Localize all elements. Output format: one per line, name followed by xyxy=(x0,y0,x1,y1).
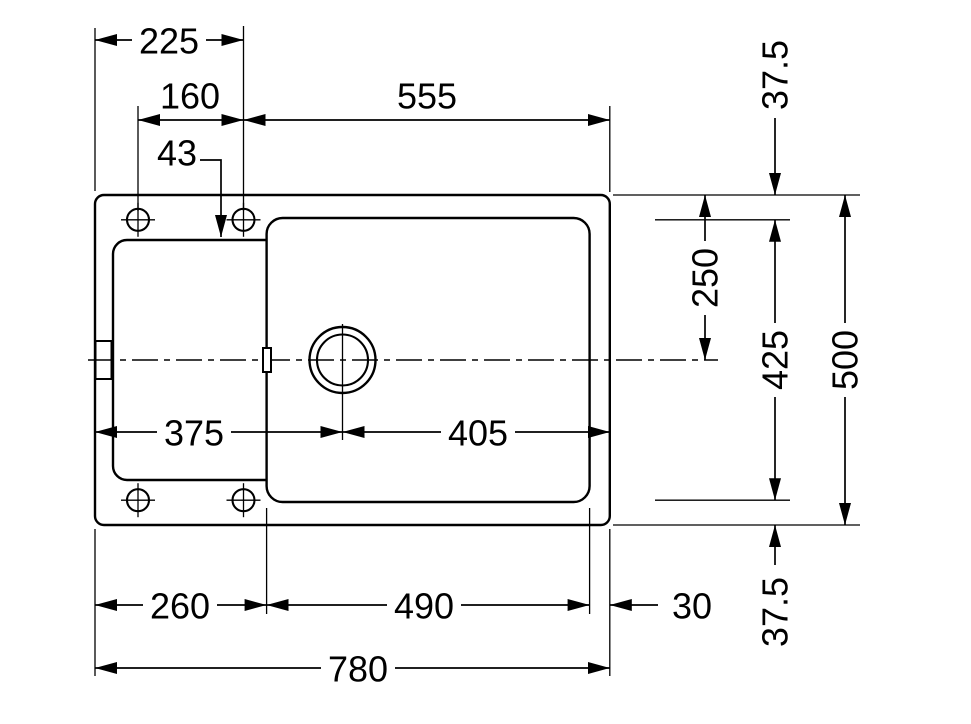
dimension-260: 260 xyxy=(95,586,267,627)
dimension-500: 500 xyxy=(825,195,866,525)
dim-label-37-5-bottom: 37.5 xyxy=(755,577,796,647)
dimension-43: 43 xyxy=(157,133,227,237)
dim-label-225: 225 xyxy=(139,21,199,62)
dim-label-260: 260 xyxy=(150,586,210,627)
dim-label-375: 375 xyxy=(164,413,224,454)
mounting-hole xyxy=(226,483,261,518)
label-backing xyxy=(132,22,206,58)
label-backing xyxy=(143,587,217,623)
dim-label-425: 425 xyxy=(755,330,796,390)
dimensions: 225 160 555 43 37.5 250 xyxy=(95,21,866,690)
dimension-225: 225 xyxy=(95,21,244,62)
dimension-405: 405 xyxy=(342,413,610,454)
dimension-37-5-bottom: 37.5 xyxy=(755,525,796,647)
dim-label-500: 500 xyxy=(825,330,866,390)
dimension-250: 250 xyxy=(685,195,726,360)
dim-label-30: 30 xyxy=(672,586,712,627)
dimension-37-5-top: 37.5 xyxy=(755,40,796,195)
dimension-30: 30 xyxy=(609,586,712,627)
label-backing xyxy=(321,650,395,686)
label-backing xyxy=(756,323,794,397)
dim-label-405: 405 xyxy=(448,413,508,454)
dim-label-250: 250 xyxy=(685,248,726,308)
bowl-edge-tick xyxy=(262,347,272,373)
dimension-375: 375 xyxy=(95,413,343,454)
label-backing xyxy=(157,414,231,450)
label-backing xyxy=(826,323,864,397)
dim-label-43: 43 xyxy=(157,133,197,174)
label-backing xyxy=(441,414,515,450)
dim-label-555: 555 xyxy=(397,76,457,117)
leader-line-43 xyxy=(200,159,227,237)
dimension-425: 425 xyxy=(755,219,796,501)
dim-label-490: 490 xyxy=(394,586,454,627)
drain-hole xyxy=(308,324,377,440)
sink-body xyxy=(88,193,718,527)
label-backing xyxy=(686,241,724,315)
dimension-160: 160 xyxy=(138,76,244,126)
dim-label-780: 780 xyxy=(328,649,388,690)
dim-label-160: 160 xyxy=(160,76,220,117)
dimension-780: 780 xyxy=(95,649,610,690)
mounting-hole xyxy=(121,483,155,518)
dimension-555: 555 xyxy=(243,76,610,126)
label-backing xyxy=(387,587,461,623)
dimension-490: 490 xyxy=(266,586,590,627)
dim-label-37-5-top: 37.5 xyxy=(755,40,796,110)
